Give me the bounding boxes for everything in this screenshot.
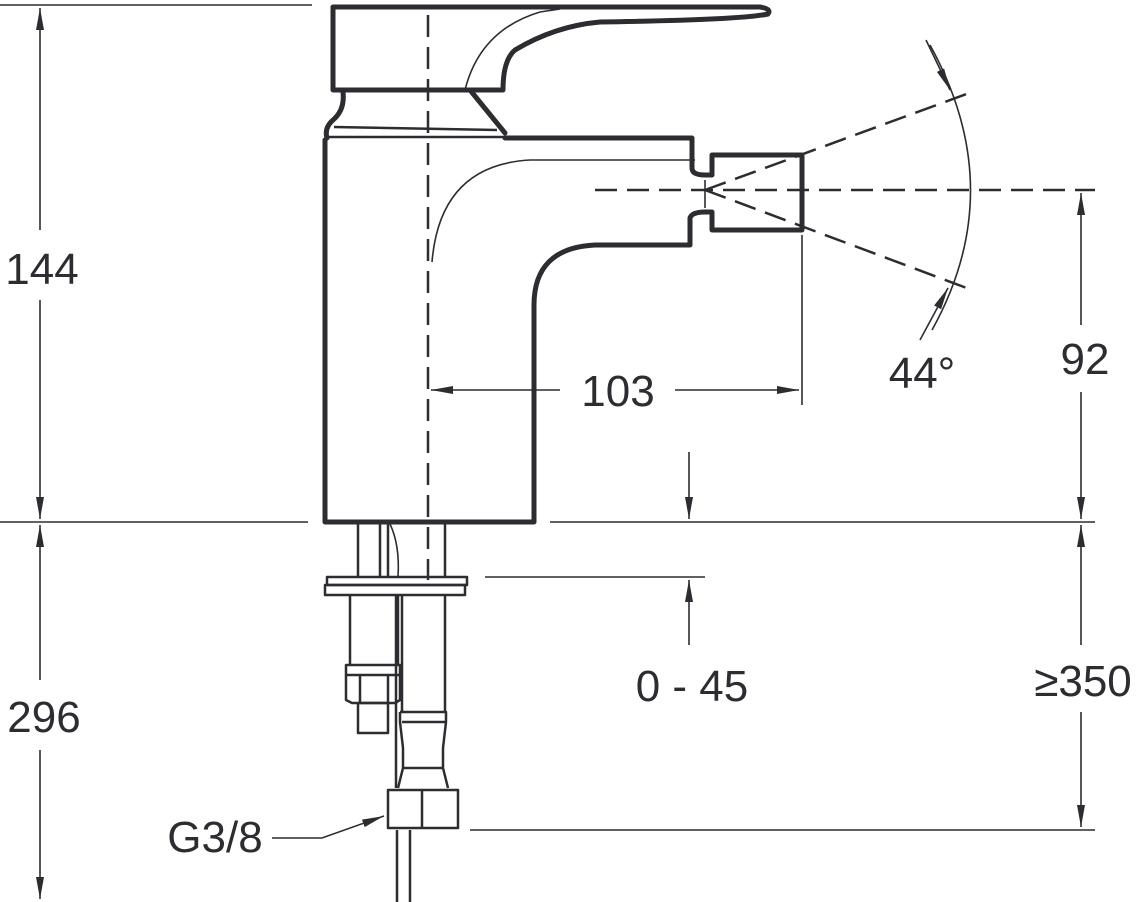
dim-0-45-label: 0 - 45 xyxy=(636,662,749,711)
collar xyxy=(323,89,346,141)
copper-tube xyxy=(395,830,412,902)
connection-g38: G3/8 xyxy=(167,813,385,862)
dim-350-label: ≥350 xyxy=(1034,657,1132,706)
dimension-296: 296 xyxy=(7,525,81,899)
faucet-outline xyxy=(322,4,805,525)
dimension-92: 92 xyxy=(1061,193,1110,519)
g38-label: G3/8 xyxy=(167,813,262,862)
dim-296-label: 296 xyxy=(7,693,80,742)
under-deck-fittings xyxy=(323,523,469,902)
dimension-44-deg: 44° xyxy=(889,39,972,398)
crimp-sleeve xyxy=(396,710,450,789)
reference-lines xyxy=(0,4,1095,831)
dimension-103: 103 xyxy=(431,367,799,416)
dim-92-label: 92 xyxy=(1061,335,1110,384)
spout-body xyxy=(322,135,805,525)
handle xyxy=(330,4,772,93)
dimension-350: ≥350 xyxy=(1034,525,1132,827)
connector-nut xyxy=(386,788,460,830)
nut-small xyxy=(344,663,402,677)
dimension-144: 144 xyxy=(5,8,79,519)
dim-144-label: 144 xyxy=(5,245,78,294)
handle-inner-curve xyxy=(464,8,561,91)
dim-44-label: 44° xyxy=(889,349,956,398)
dim-103-label: 103 xyxy=(581,367,654,416)
dimension-0-45: 0 - 45 xyxy=(636,452,749,711)
spout-inner-curve xyxy=(431,159,695,263)
flex-hose xyxy=(394,595,447,788)
